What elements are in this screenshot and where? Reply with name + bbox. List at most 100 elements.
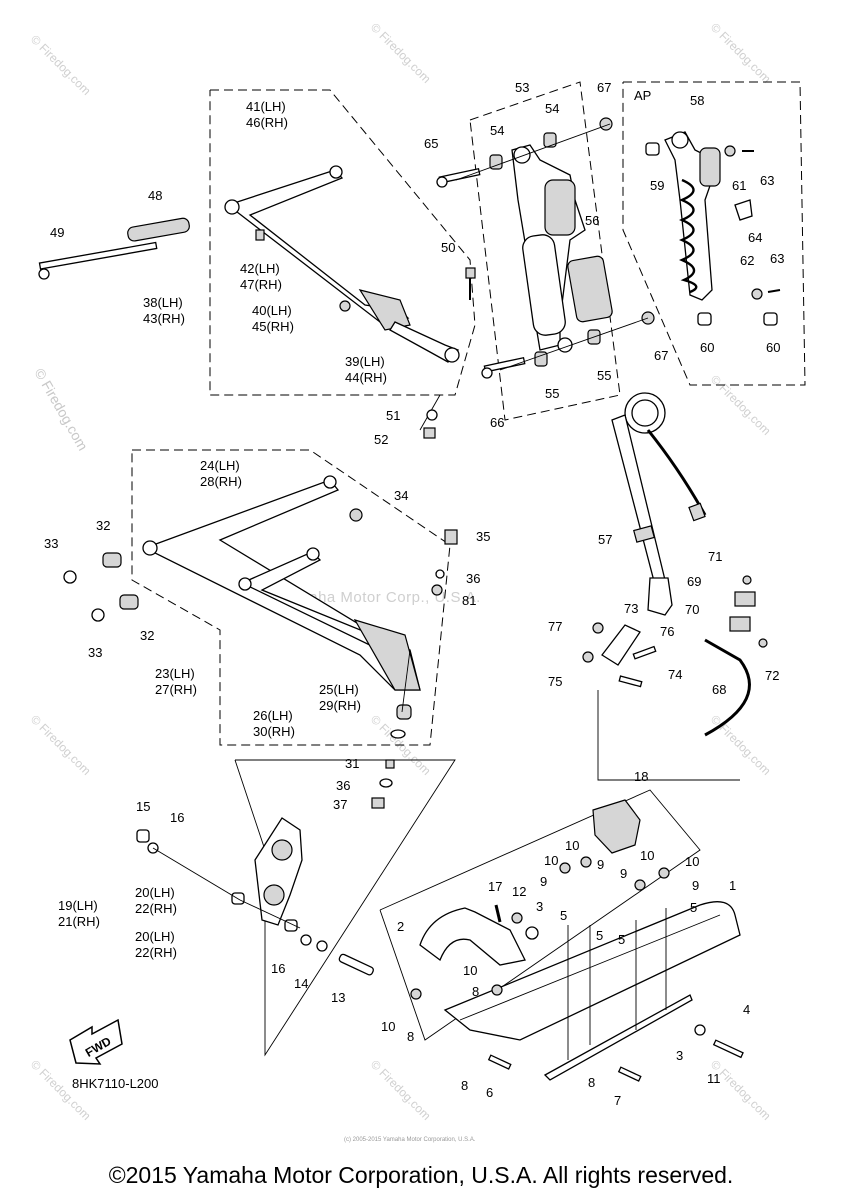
callout-label-32a: 32 [96,518,110,533]
callout-label-58: 58 [690,93,704,108]
callout-label-24: 24(LH) [200,458,240,473]
callout-label-21: 21(RH) [58,914,100,929]
part-15-collar [136,829,150,843]
callout-label-55b: 55 [597,368,611,383]
callout-label-73: 73 [624,601,638,616]
watermark: © Firedog.com [708,20,774,86]
callout-label-66: 66 [490,415,504,430]
callout-label-45: 45(RH) [252,319,294,334]
part-55-collar-a [534,351,548,367]
callout-label-56: 56 [585,213,599,228]
callout-label-5b: 5 [596,928,603,943]
part-32-collar-b [119,594,139,610]
firedog-vertical: © Firedog.com [31,366,91,454]
part-53-shock-absorber [511,144,586,353]
callout-label-3a: 3 [536,899,543,914]
callout-label-36a: 36 [466,571,480,586]
part-76-bolt [632,645,657,660]
callout-label-53: 53 [515,80,529,95]
part-39-tie-rod-end [389,321,460,363]
part-59-collar [645,142,660,156]
part-25-bushing [396,704,412,720]
part-62-nut [751,288,763,300]
callout-label-72: 72 [765,668,779,683]
part-18-bumper [592,799,641,854]
part-51-washer [426,409,438,421]
watermark: © Firedog.com [708,712,774,778]
callout-label-8c: 8 [461,1078,468,1093]
callout-label-65: 65 [424,136,438,151]
part-10-nut-a [559,862,571,874]
part-35-bolt [444,529,458,545]
part-3-collar-a [525,926,539,940]
callout-label-29: 29(RH) [319,698,361,713]
callout-label-38: 38(LH) [143,295,183,310]
part-56-cover [567,255,613,323]
callout-label-3b: 3 [676,1048,683,1063]
callout-label-16b: 16 [271,961,285,976]
callout-label-10f: 10 [381,1019,395,1034]
group-outlines [131,81,806,1057]
tiny-credit: (c) 2005-2015 Yamaha Motor Corporation, … [344,1137,476,1143]
callout-label-54a: 54 [545,101,559,116]
callout-label-71: 71 [708,549,722,564]
part-68-cable [704,638,751,737]
part-72-bolt [758,638,768,648]
callout-label-57: 57 [598,532,612,547]
part-69-clamp [734,591,756,607]
part-33-bolt-a [63,570,77,584]
watermark: © Firedog.com [708,372,774,438]
part-31-pin [385,759,395,769]
callout-label-19: 19(LH) [58,898,98,913]
callout-label-33a: 33 [44,536,58,551]
callout-label-59: 59 [650,178,664,193]
part-13-pin [338,953,374,976]
callout-label-42: 42(LH) [240,261,280,276]
part-10-nut-c [634,879,646,891]
callout-label-47: 47(RH) [240,277,282,292]
callout-label-5c: 5 [618,932,625,947]
callout-label-46: 46(RH) [246,115,288,130]
callout-label-8a: 8 [472,984,479,999]
copyright-footer: ©2015 Yamaha Motor Corporation, U.S.A. A… [108,1162,734,1188]
callout-label-68: 68 [712,682,726,697]
part-66-bolt [481,356,526,379]
part-73-arm [601,624,641,666]
callout-label-37: 37 [333,797,347,812]
callout-label-20a: 20(LH) [135,885,175,900]
callout-label-35: 35 [476,529,490,544]
callout-label-55a: 55 [545,386,559,401]
callout-label-50: 50 [441,240,455,255]
diagram-code: 8HK7110-L200 [72,1076,159,1091]
callout-label-5a: 5 [560,908,567,923]
callout-label-36b: 36 [336,778,350,793]
part-19-spindle [254,817,303,926]
callout-label-43: 43(RH) [143,311,185,326]
callout-label-10a: 10 [544,853,558,868]
part-42-bolt [255,229,265,241]
part-36-washer-b [379,778,393,788]
part-60-collar-a [697,312,712,326]
watermark: © Firedog.com [368,20,434,86]
callout-label-32b: 32 [140,628,154,643]
part-11-bolt [712,1039,744,1059]
part-75-nut [582,651,594,663]
callout-label-10b: 10 [565,838,579,853]
callout-label-17: 17 [488,879,502,894]
part-54-collar-a [489,154,503,170]
callout-label-67a: 67 [597,80,611,95]
callout-label-81: 81 [462,593,476,608]
watermark: © Firedog.com [368,1057,434,1123]
callout-label-20b: 20(LH) [135,929,175,944]
callout-label-40: 40(LH) [252,303,292,318]
part-2-ski-loop [419,907,526,966]
part-54-collar-b [543,132,557,148]
callout-label-75: 75 [548,674,562,689]
part-49-bolt [38,241,158,280]
callout-label-41: 41(LH) [246,99,286,114]
part-14-washer [316,940,328,952]
part-34-bushing [349,508,363,522]
fwd-arrow-icon: FWD [69,1018,123,1065]
